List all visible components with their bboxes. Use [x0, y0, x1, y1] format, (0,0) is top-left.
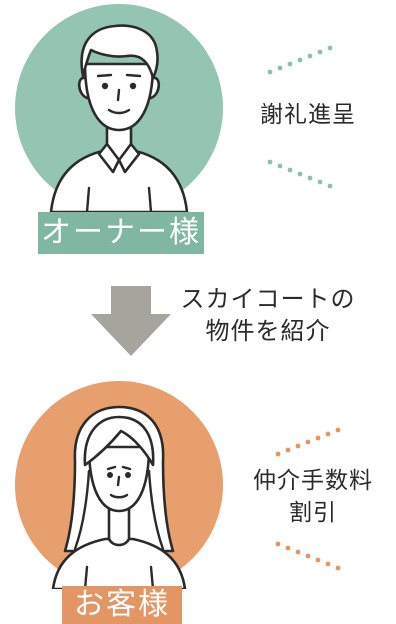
customer-benefit-line2: 割引	[289, 500, 337, 526]
dotted-line-upper-icon	[275, 427, 341, 457]
dotted-line-lower-icon	[275, 541, 341, 571]
dotted-line-lower-icon	[267, 159, 333, 189]
man-icon	[49, 24, 189, 212]
flow-caption-line2: 物件を紹介	[205, 317, 331, 345]
down-arrow-icon	[91, 286, 171, 356]
dotted-line-upper-icon	[267, 45, 333, 75]
customer-label: お客様	[62, 586, 182, 624]
owner-label: オーナー様	[38, 212, 204, 254]
flow-caption-line1: スカイコートの	[180, 285, 356, 313]
woman-icon	[51, 405, 187, 589]
owner-benefit: 謝礼進呈	[260, 102, 356, 128]
customer-benefit-line1: 仲介手数料	[253, 468, 373, 494]
